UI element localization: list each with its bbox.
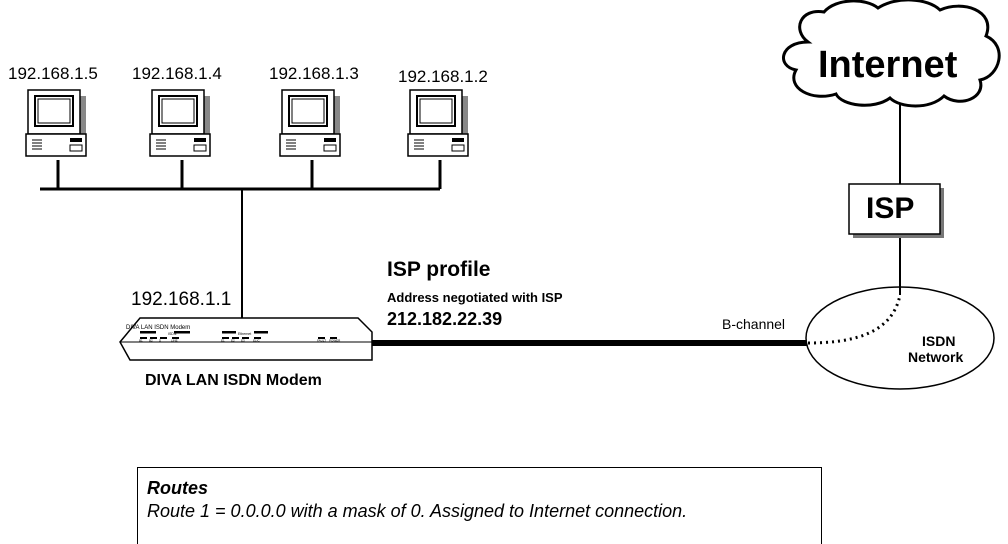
isdn-dotted-path [807, 294, 902, 345]
pc-1-ip: 192.168.1.5 [8, 64, 98, 83]
modem-port-label: FAULT [317, 339, 326, 343]
modem-led [232, 337, 239, 339]
isdn-network-ellipse [805, 286, 995, 390]
pc-4-ip: 192.168.1.2 [398, 67, 488, 86]
modem-panel-group-ethernet: Ethernet [238, 332, 251, 336]
pc-3-ip: 192.168.1.3 [269, 64, 359, 83]
isp-profile-subtitle: Address negotiated with ISP [387, 290, 563, 305]
modem-led [222, 337, 229, 339]
modem-caption: DIVA LAN ISDN Modem [145, 372, 322, 389]
modem-port-label: POWER [329, 339, 341, 343]
isp-profile-address: 212.182.22.39 [387, 309, 503, 329]
computer-icon [279, 89, 341, 157]
modem-port-label: ELIC [253, 339, 261, 343]
internet-label: Internet [818, 44, 958, 86]
isp-label: ISP [866, 192, 915, 225]
modem-panel-group-isdn: ISDN [168, 332, 177, 336]
b-channel-label: B-channel [722, 316, 786, 332]
computer-icon [25, 89, 87, 157]
modem-led [150, 337, 157, 339]
modem-led [318, 337, 325, 339]
isp-box [848, 183, 944, 238]
modem-led [140, 337, 147, 339]
modem-panel-label: DIVA LAN ISDN Modem [126, 325, 190, 331]
routes-title: Routes [147, 478, 209, 498]
modem-port-label: E3 [241, 339, 245, 343]
modem-port-label: LINE [171, 339, 178, 343]
isdn-label-line2: Network [908, 349, 964, 365]
modem-port-label: E2 [231, 339, 235, 343]
isdn-label-line1: ISDN [922, 333, 956, 349]
modem-port-label: D [159, 339, 162, 343]
routes-box: Routes Route 1 = 0.0.0.0 with a mask of … [137, 467, 822, 544]
pc-2-ip: 192.168.1.4 [132, 64, 222, 83]
modem-ip: 192.168.1.1 [131, 289, 232, 310]
internet-cloud [782, 0, 1001, 108]
routes-line-1: Route 1 = 0.0.0.0 with a mask of 0. Assi… [147, 501, 688, 521]
modem-led [254, 337, 261, 339]
modem-port-label: E1 [221, 339, 225, 343]
modem-port-label: B2 [149, 339, 153, 343]
modem-port-label: B1 [139, 339, 143, 343]
modem-led [330, 337, 337, 339]
modem-led [242, 337, 249, 339]
isp-profile-title: ISP profile [387, 258, 491, 281]
modem-led [160, 337, 167, 339]
modem-led [172, 337, 179, 339]
computer-icon [407, 89, 469, 157]
modem-icon: DIVA LAN ISDN Modem ISDN Ethernet B1 B2 D L… [119, 317, 373, 361]
computer-icon [149, 89, 211, 157]
